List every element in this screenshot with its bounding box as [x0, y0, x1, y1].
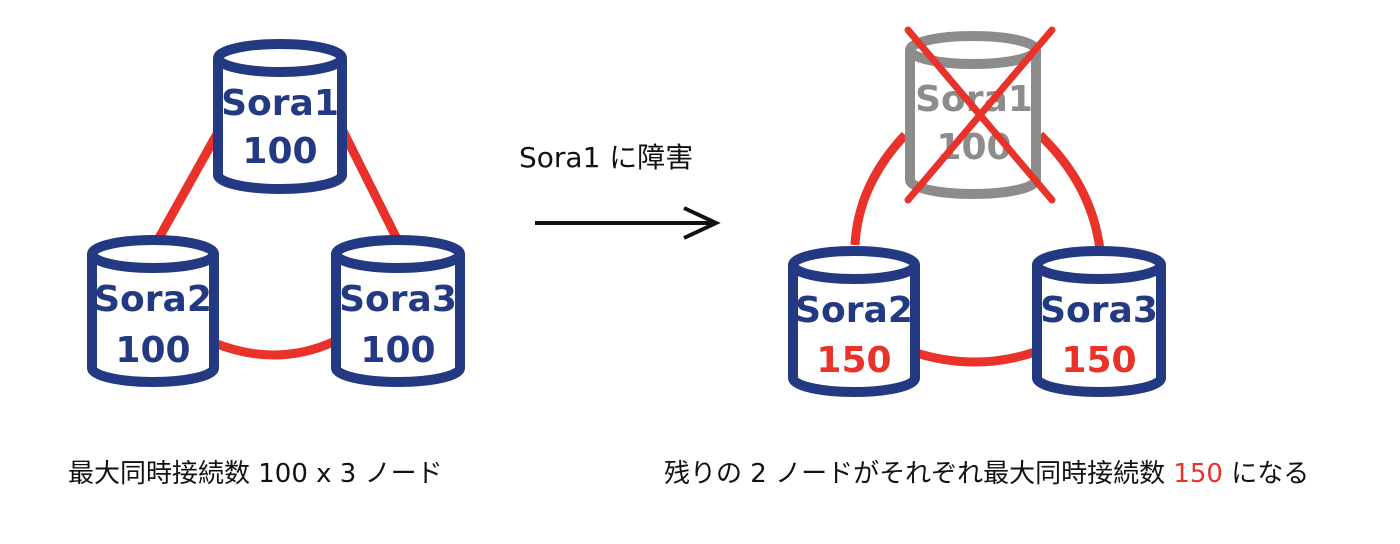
node-value: 100 — [360, 330, 435, 371]
database-icon — [905, 31, 1041, 199]
node-name: Sora1 — [221, 83, 339, 124]
left-node-sora1: Sora1 100 — [213, 39, 347, 194]
right-link-sora1-sora3 — [1036, 131, 1105, 251]
node-value: 150 — [816, 340, 891, 381]
node-name: Sora2 — [94, 279, 212, 320]
left-ring — [151, 122, 405, 360]
database-icon — [331, 235, 465, 387]
right-caption-prefix: 残りの 2 ノードがそれぞれ最大同時接続数 — [664, 459, 1173, 489]
database-icon — [788, 246, 920, 397]
left-link-sora2-sora3 — [210, 337, 335, 360]
node-name: Sora1 — [915, 79, 1033, 120]
right-node-sora2: Sora2 150 — [788, 246, 920, 397]
database-icon — [1032, 246, 1166, 397]
left-node-sora2: Sora2 100 — [87, 235, 219, 387]
right-caption: 残りの 2 ノードがそれぞれ最大同時接続数 150 になる — [664, 459, 1309, 489]
right-ring — [850, 131, 1105, 367]
right-caption-suffix: になる — [1223, 459, 1309, 489]
node-name: Sora3 — [339, 279, 457, 320]
database-icon — [87, 235, 219, 387]
failure-event-label: Sora1 に障害 — [519, 141, 693, 174]
node-value: 100 — [115, 330, 190, 371]
node-value: 100 — [936, 127, 1011, 168]
left-node-sora3: Sora3 100 — [331, 235, 465, 387]
right-arrow-icon — [535, 206, 721, 240]
right-caption-value: 150 — [1173, 459, 1223, 489]
left-caption: 最大同時接続数 100 x 3 ノード — [68, 459, 443, 489]
cross-icon — [904, 26, 1056, 204]
node-name: Sora3 — [1040, 290, 1158, 331]
node-value: 100 — [242, 131, 317, 172]
right-node-sora3: Sora3 150 — [1032, 246, 1166, 397]
database-icon — [213, 39, 347, 194]
right-link-sora1-sora2 — [850, 131, 909, 246]
node-value: 150 — [1061, 340, 1136, 381]
node-name: Sora2 — [795, 290, 913, 331]
left-link-sora1-sora2 — [151, 122, 226, 248]
left-link-sora1-sora3 — [335, 122, 405, 248]
right-link-sora2-sora3 — [911, 347, 1037, 367]
